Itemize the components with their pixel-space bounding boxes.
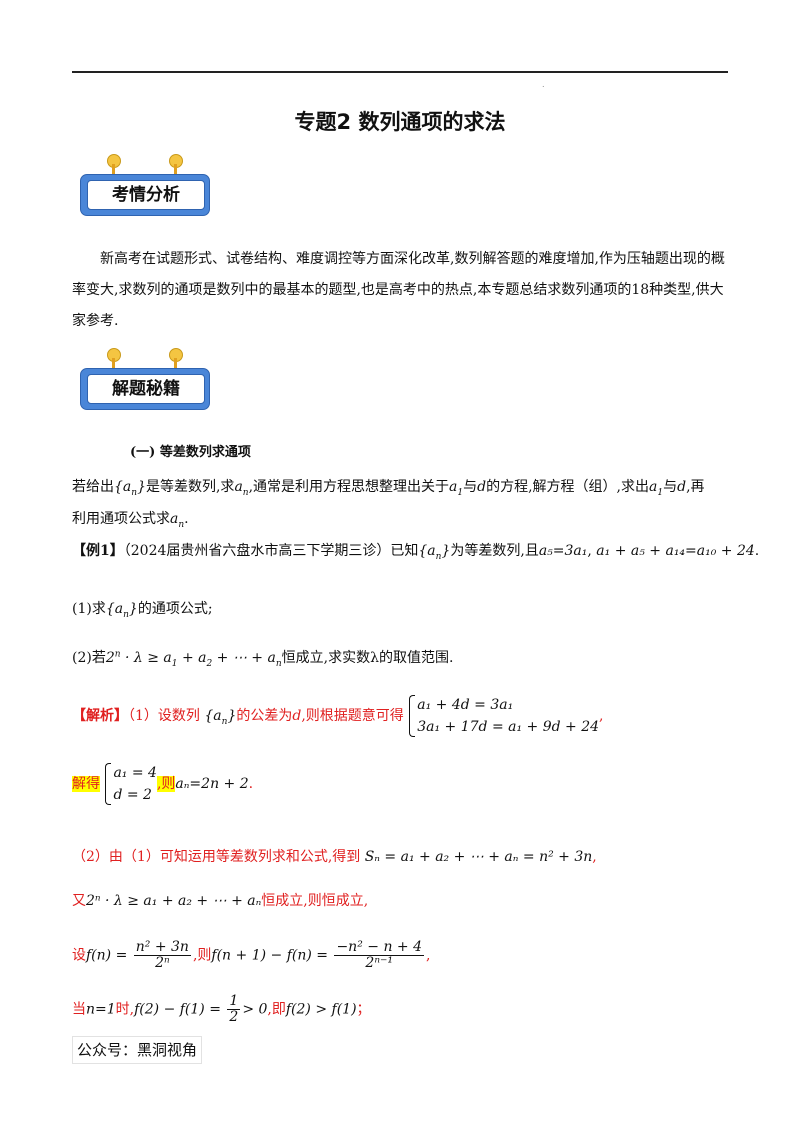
header-rule [72,71,728,73]
question-1: (1)求{an}的通项公式; [72,601,213,620]
pin-icon [107,154,121,176]
solution-part1: 【解析】（1）设数列 {an}的公差为d,则根据题意可得 a₁ + 4d = 3… [72,694,604,738]
pin-icon [107,348,121,370]
badge-label: 考情分析 [87,180,205,210]
solution-inequality: 又2ⁿ · λ ≥ a₁ + a₂ + ⋯ + aₙ恒成立,则恒成立, [72,893,369,909]
pin-icon [169,348,183,370]
section-line-2: 利用通项公式求an. [72,511,189,530]
badge-label: 解题秘籍 [87,374,205,404]
section-heading: (一) 等差数列求通项 [130,445,251,460]
footer-watermark: 公众号：黑洞视角 [72,1036,203,1064]
badge-solution-secrets: 解题秘籍 [80,348,210,410]
example-statement: 【例1】（2024届贵州省六盘水市高三下学期三诊）已知{an}为等差数列,且a₅… [72,543,760,562]
question-2: (2)若2n · λ ≥ a1 + a2 + ⋯ + an恒成立,求实数λ的取值… [72,649,454,669]
section-line-1: 若给出{an}是等差数列,求an,通常是利用方程思想整理出关于a1与d的方程,解… [72,479,705,498]
header-dot: . [542,80,545,89]
intro-paragraph: 新高考在试题形式、试卷结构、难度调控等方面深化改革,数列解答题的难度增加,作为压… [72,251,725,329]
page-title: 专题2 数列通项的求法 [294,110,506,134]
pin-icon [169,154,183,176]
badge-exam-analysis: 考情分析 [80,154,210,216]
solution-part2: （2）由（1）可知运用等差数列求和公式,得到 Sₙ = a₁ + a₂ + ⋯ … [72,849,597,865]
